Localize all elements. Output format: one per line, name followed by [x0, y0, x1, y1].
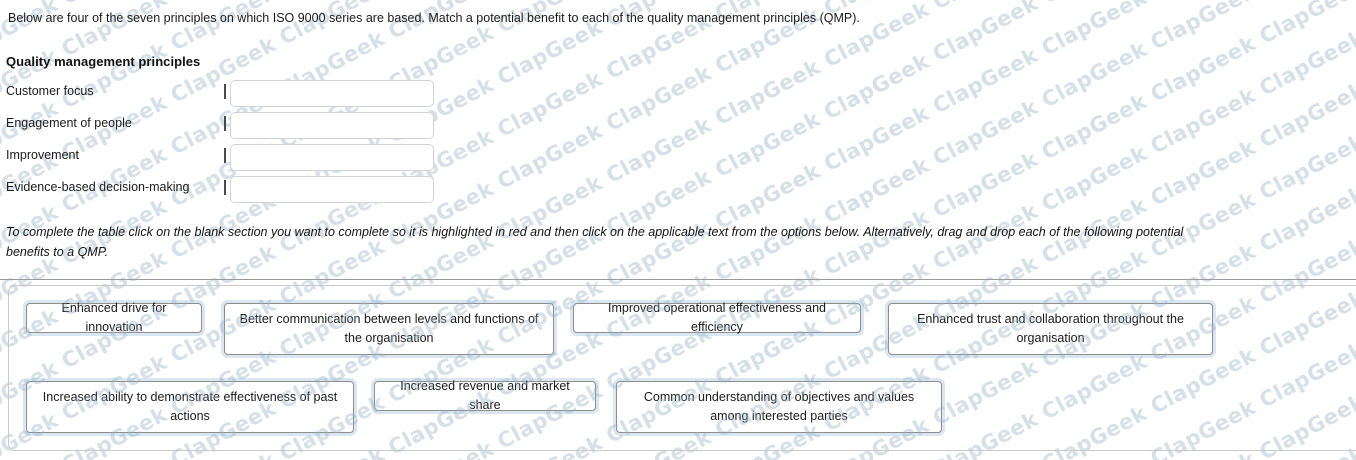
drop-zone-evidence-based-decision-making[interactable] — [230, 176, 434, 203]
principle-label-improvement: Improvement — [6, 148, 79, 162]
option-tile-better-communication[interactable]: Better communication between levels and … — [224, 303, 554, 355]
principle-label-engagement-of-people: Engagement of people — [6, 116, 132, 130]
question-intro-text: Below are four of the seven principles o… — [8, 11, 860, 25]
principle-row: Customer focus — [6, 80, 436, 112]
option-tile-increased-ability-to-demonstrate[interactable]: Increased ability to demonstrate effecti… — [26, 381, 354, 433]
option-tile-enhanced-drive-for-innovation[interactable]: Enhanced drive for innovation — [26, 301, 202, 334]
section-divider — [0, 279, 1356, 280]
options-panel — [8, 285, 1356, 451]
principle-label-evidence-based-decision-making: Evidence-based decision-making — [6, 180, 190, 194]
principle-label-customer-focus: Customer focus — [6, 84, 94, 98]
drop-zone-engagement-of-people[interactable] — [230, 112, 434, 139]
drop-zone-tick-icon — [224, 116, 226, 131]
drop-zone-improvement[interactable] — [230, 144, 434, 171]
option-tile-improved-operational-effectiveness[interactable]: Improved operational effectiveness and e… — [573, 301, 861, 334]
completion-instruction-text: To complete the table click on the blank… — [6, 225, 1184, 260]
option-tile-increased-revenue-and-market-share[interactable]: Increased revenue and market share — [374, 379, 596, 412]
principle-row: Improvement — [6, 144, 436, 176]
drop-zone-customer-focus[interactable] — [230, 80, 434, 107]
option-tile-common-understanding-of-objectives[interactable]: Common understanding of objectives and v… — [616, 381, 942, 433]
principle-row: Engagement of people — [6, 112, 436, 144]
drop-zone-tick-icon — [224, 148, 226, 163]
drop-zone-tick-icon — [224, 180, 226, 195]
principle-row: Evidence-based decision-making — [6, 176, 436, 208]
drop-zone-tick-icon — [224, 84, 226, 99]
quality-management-principles-heading: Quality management principles — [6, 54, 201, 69]
option-tile-enhanced-trust-and-collaboration[interactable]: Enhanced trust and collaboration through… — [888, 303, 1213, 355]
